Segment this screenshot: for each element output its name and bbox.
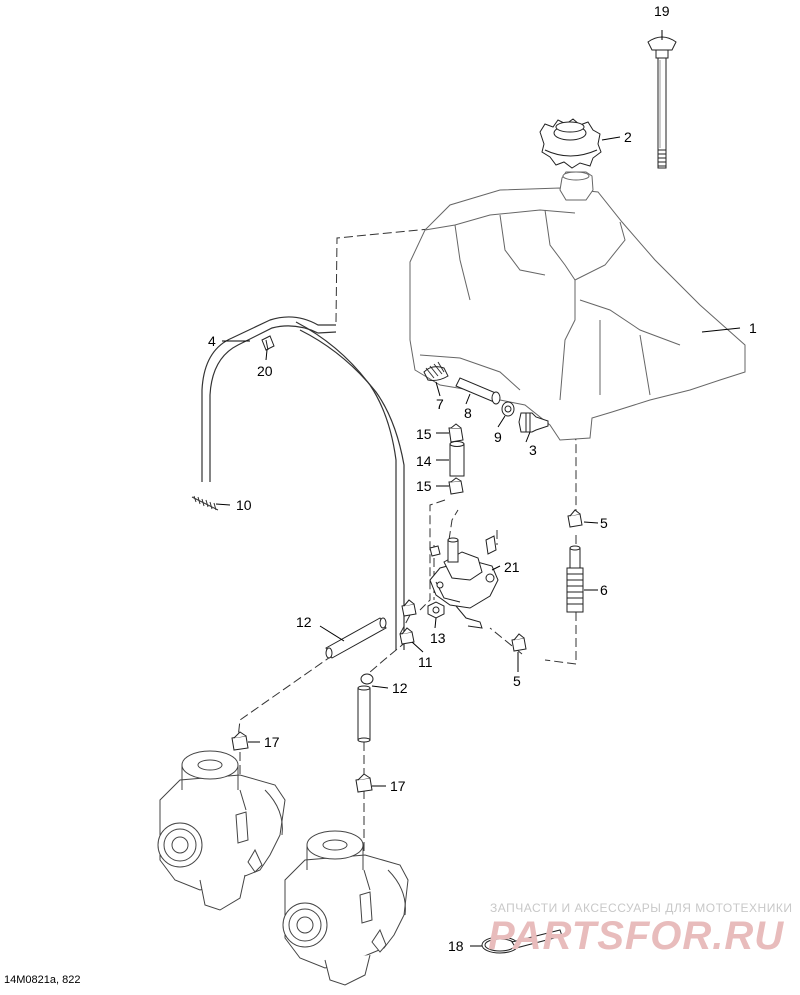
fuel-hoses-12 — [325, 617, 387, 743]
callout-3: 3 — [529, 442, 537, 458]
nut — [427, 601, 445, 619]
callout-8: 8 — [464, 405, 472, 421]
callout-19: 19 — [654, 3, 670, 19]
figure-code: 14M0821a, 822 — [4, 974, 81, 986]
carburetor-left — [157, 750, 286, 911]
spring-clip — [191, 495, 219, 511]
callout-17a: 17 — [264, 734, 280, 750]
callout-labels: 1 2 19 3 4 20 7 8 9 15 14 15 10 5 21 6 1… — [208, 3, 757, 954]
cable-tie — [481, 929, 563, 954]
callout-12a: 12 — [296, 614, 312, 630]
callout-7: 7 — [436, 396, 444, 412]
callout-5b: 5 — [513, 673, 521, 689]
callout-17b: 17 — [390, 778, 406, 794]
long-bolt — [647, 36, 677, 169]
callout-20: 20 — [257, 363, 273, 379]
tank-outlet-fittings — [423, 361, 549, 433]
vent-hose — [201, 316, 405, 650]
callout-1: 1 — [749, 320, 757, 336]
callout-6: 6 — [600, 582, 608, 598]
callout-11: 11 — [418, 654, 433, 670]
callout-10: 10 — [236, 497, 252, 513]
watermark-tagline: ЗАПЧАСТИ И АКСЕССУАРЫ ДЛЯ МОТОТЕХНИКИ — [490, 901, 793, 915]
callout-9: 9 — [494, 429, 502, 445]
small-clip — [261, 335, 275, 351]
callout-4: 4 — [208, 333, 216, 349]
filter-hose-and-clamps — [448, 423, 465, 495]
carburetor-right — [282, 830, 409, 986]
callout-12b: 12 — [392, 680, 408, 696]
hose-clamps-5 — [511, 509, 583, 652]
callout-13: 13 — [430, 630, 446, 646]
callout-2: 2 — [624, 129, 632, 145]
callout-21: 21 — [504, 559, 520, 575]
watermark-brand: PARTSFOR.RU — [488, 914, 785, 958]
callout-18: 18 — [448, 938, 464, 954]
callout-15b: 15 — [416, 478, 432, 494]
fuel-hose-sleeve — [566, 545, 584, 613]
callout-15a: 15 — [416, 426, 432, 442]
hose-clamps-17 — [231, 731, 373, 793]
callout-14: 14 — [416, 453, 432, 469]
fuel-pump — [429, 535, 499, 629]
fuel-tank — [409, 171, 746, 441]
callout-5a: 5 — [600, 515, 608, 531]
hose-clamps-11 — [399, 599, 417, 645]
leader-lines — [215, 30, 741, 947]
fuel-cap — [539, 118, 602, 169]
